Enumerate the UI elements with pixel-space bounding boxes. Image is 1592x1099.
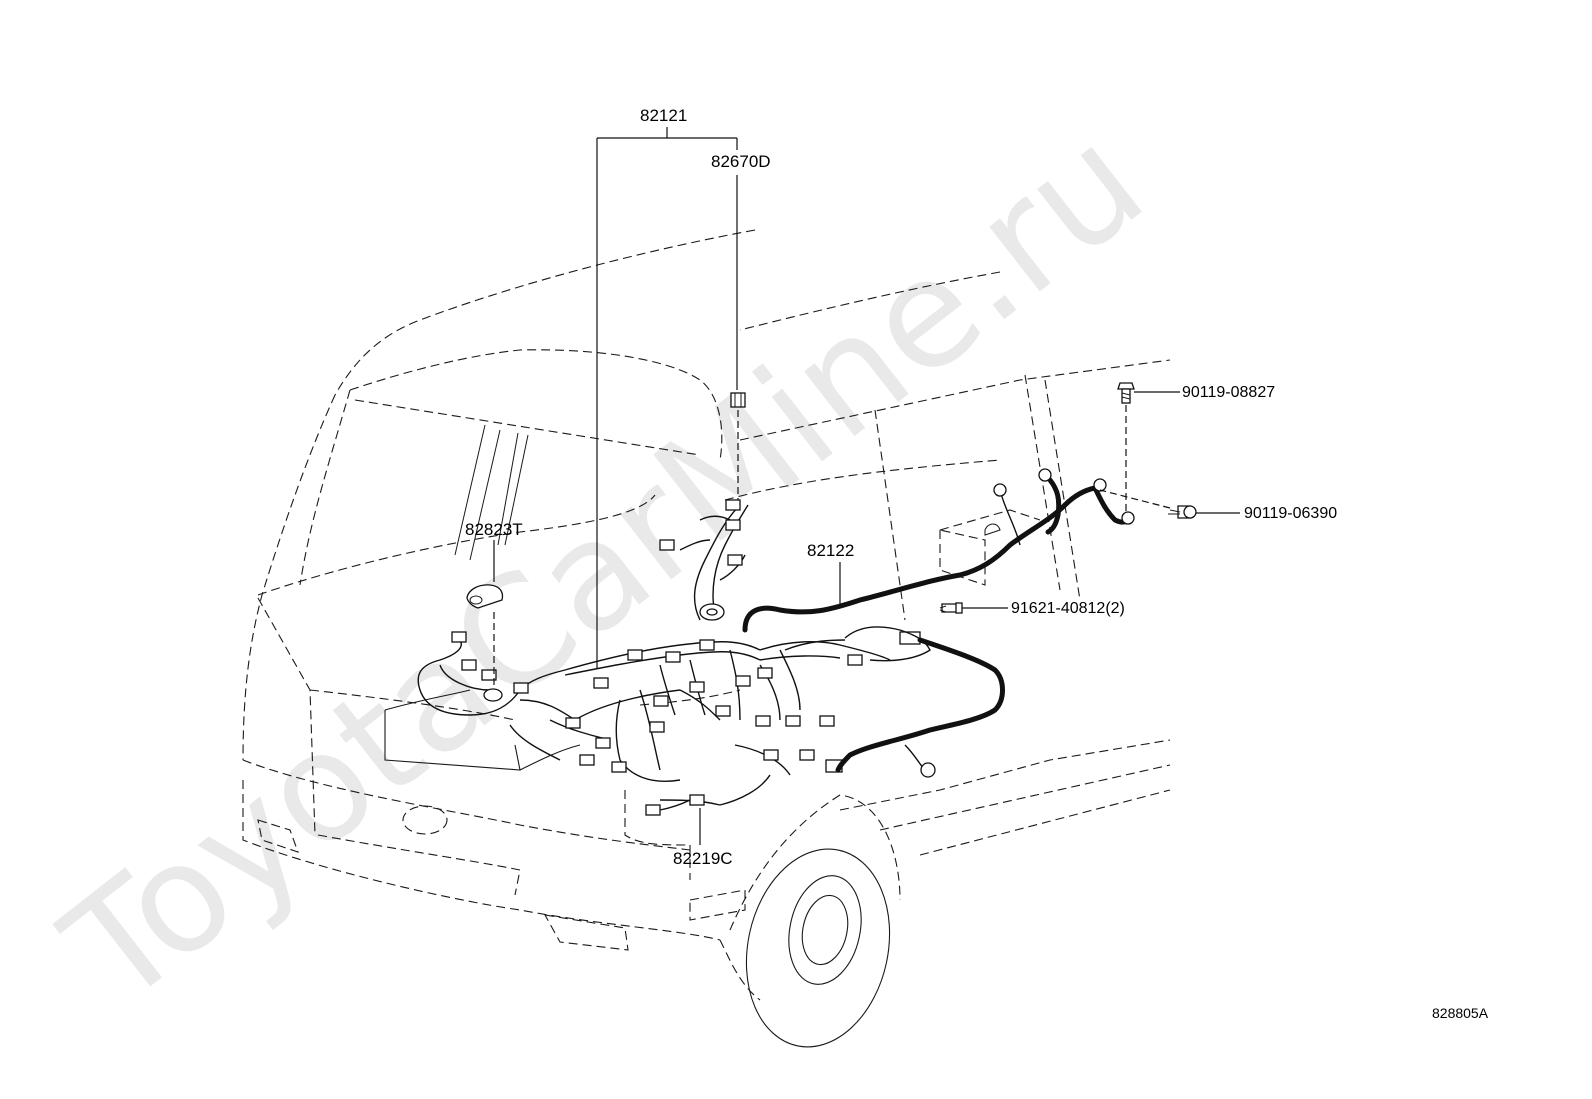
engine-room-wire-harness — [417, 499, 921, 806]
connector-82219c-icon — [645, 794, 705, 816]
bolt-90119-06390-icon — [1168, 505, 1197, 519]
cover-82823t-icon — [466, 584, 504, 609]
part-label-82122: 82122 — [807, 541, 854, 560]
vehicle-body-outline — [242, 229, 1171, 1048]
bolt-91621-40812-icon — [939, 602, 963, 614]
part-label-90119-08827: 90119-08827 — [1182, 384, 1275, 401]
part-label-82121: 82121 — [640, 106, 687, 125]
part-label-82670d: 82670D — [711, 152, 771, 171]
connector — [451, 631, 467, 643]
part-label-90119-06390: 90119-06390 — [1244, 505, 1337, 522]
clip-82670d-icon — [730, 392, 746, 408]
part-label-82219c: 82219C — [673, 849, 733, 868]
cowl-wire-harness — [742, 468, 1135, 778]
drawing-id: 828805A — [1432, 1005, 1489, 1021]
part-label-91621-40812: 91621-40812(2) — [1011, 600, 1125, 617]
watermark-text: ToyotaCarMine.ru — [34, 94, 1175, 1038]
bolt-90119-08827-icon — [1117, 382, 1135, 404]
part-label-82823t: 82823T — [465, 520, 523, 539]
part-callouts: 82121 82670D 82823T 82122 90119-08827 90… — [465, 106, 1489, 1021]
leader-lines — [493, 127, 1240, 845]
